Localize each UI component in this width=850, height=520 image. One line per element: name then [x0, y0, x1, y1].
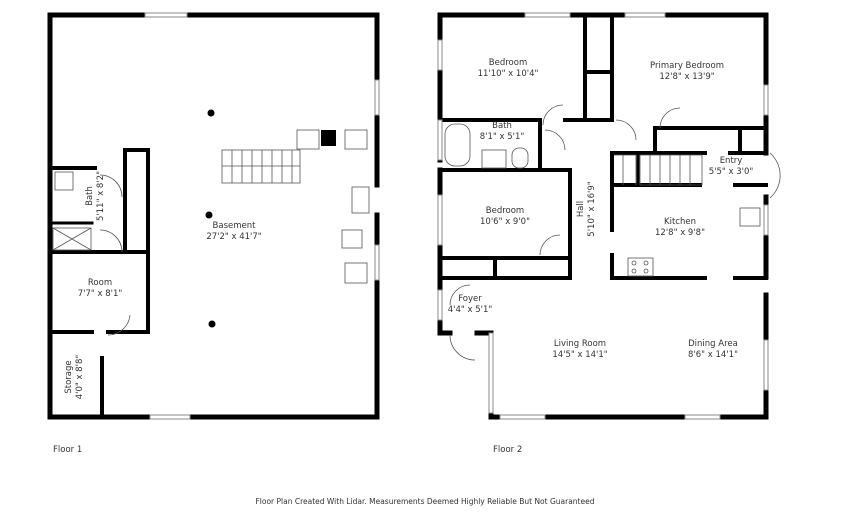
- disclaimer-footer: Floor Plan Created With Lidar. Measureme…: [255, 497, 595, 506]
- floor-1-label: Floor 1: [53, 445, 83, 455]
- floor-2-label: Floor 2: [493, 445, 523, 455]
- floor1-outer-walls: [47, 12, 380, 420]
